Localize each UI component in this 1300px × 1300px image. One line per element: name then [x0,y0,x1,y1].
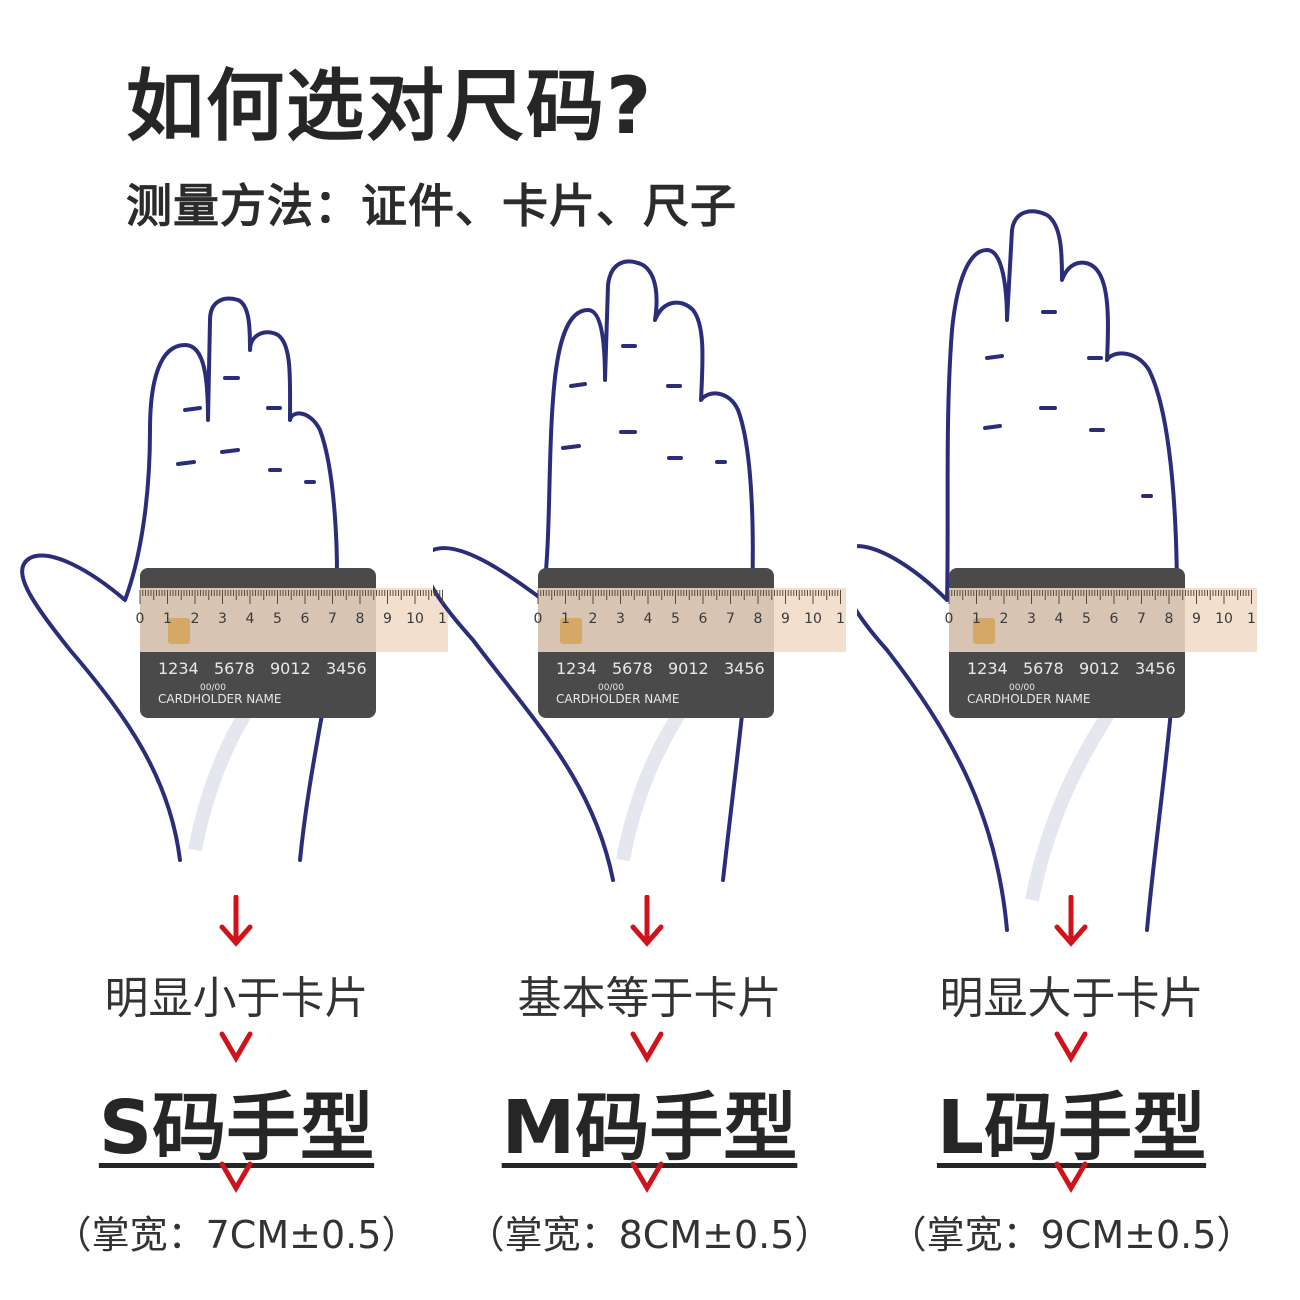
ruler-tick-label: 4 [246,611,255,627]
card-number-group: 1234 [967,659,1008,678]
chevron-down-icon [630,1161,664,1193]
palm-width-m: （掌宽：8CM±0.5） [466,1213,833,1257]
chevron-down-icon [1054,1161,1088,1193]
ruler-tick-label: 1 [836,611,845,627]
card-number-group: 3456 [724,659,765,678]
ruler-tick-label: 10 [1215,611,1233,627]
size-column-l [857,0,1290,1300]
ruler-tick-label: 2 [1000,611,1009,627]
card-number-group: 1234 [158,659,199,678]
chevron-down-icon [630,1031,664,1063]
ruler-tick-label: 6 [699,611,708,627]
page-title: 如何选对尺码? [126,62,654,152]
ruler-tick-label: 9 [781,611,790,627]
ruler-tick-label: 6 [1110,611,1119,627]
size-column-m [433,0,866,1300]
ruler-tick-label: 7 [726,611,735,627]
page-subtitle: 测量方法：证件、卡片、尺子 [126,179,737,233]
card-expiry: 00/00 [598,683,624,693]
ruler-tick-label: 7 [328,611,337,627]
size-label-l: L码手型 [936,1085,1207,1171]
chevron-down-icon [219,1031,253,1063]
ruler-tick-label: 2 [589,611,598,627]
ruler-tick-label: 10 [406,611,424,627]
palm-width-s: （掌宽：7CM±0.5） [53,1213,420,1257]
card-number-group: 5678 [214,659,255,678]
ruler-tick-label: 2 [191,611,200,627]
size-l-info: 明显大于卡片 L码手型 （掌宽：9CM±0.5） [855,0,1288,1300]
down-arrow-icon [219,895,253,947]
ruler-tick-label: 5 [671,611,680,627]
ruler-tick-label: 0 [534,611,543,627]
size-s-info: 明显小于卡片 S码手型 （掌宽：7CM±0.5） [20,0,453,1300]
ruler-tick-label: 1 [438,611,447,627]
ruler-tick-label: 1 [561,611,570,627]
card-number-group: 9012 [668,659,709,678]
comparison-text-s: 明显小于卡片 [104,973,369,1024]
ruler-tick-label: 8 [1165,611,1174,627]
ruler-tick-label: 1 [1247,611,1256,627]
ruler-tick-label: 8 [356,611,365,627]
ruler-tick-label: 4 [644,611,653,627]
card-number-group: 5678 [1023,659,1064,678]
comparison-text-m: 基本等于卡片 [517,973,782,1024]
palm-width-l: （掌宽：9CM±0.5） [888,1213,1255,1257]
chevron-down-icon [219,1161,253,1193]
down-arrow-icon [1054,895,1088,947]
size-m-info: 基本等于卡片 M码手型 （掌宽：8CM±0.5） [433,0,866,1300]
ruler-tick-label: 8 [754,611,763,627]
ruler-tick-label: 9 [1192,611,1201,627]
card-number-group: 3456 [326,659,367,678]
ruler-tick-label: 6 [301,611,310,627]
card-holder-name: CARDHOLDER NAME [967,692,1090,706]
ruler-tick-label: 10 [804,611,822,627]
card-expiry: 00/00 [1009,683,1035,693]
card-expiry: 00/00 [200,683,226,693]
credit-card-m [538,568,846,718]
comparison-text-l: 明显大于卡片 [939,973,1204,1024]
ruler-tick-label: 5 [1082,611,1091,627]
ruler-tick-label: 3 [1027,611,1036,627]
ruler-tick-label: 1 [163,611,172,627]
ruler-tick-label: 5 [273,611,282,627]
credit-card-l [949,568,1257,718]
ruler-tick-label: 0 [945,611,954,627]
ruler-tick-label: 3 [218,611,227,627]
ruler-tick-label: 9 [383,611,392,627]
card-number-group: 5678 [612,659,653,678]
credit-card-s [140,568,448,718]
chevron-down-icon [1054,1031,1088,1063]
size-label-m: M码手型 [501,1085,798,1171]
ruler-tick-label: 1 [972,611,981,627]
ruler-tick-label: 0 [136,611,145,627]
size-label-s: S码手型 [98,1085,375,1171]
ruler-tick-label: 4 [1055,611,1064,627]
down-arrow-icon [630,895,664,947]
ruler-tick-label: 7 [1137,611,1146,627]
card-holder-name: CARDHOLDER NAME [556,692,679,706]
card-holder-name: CARDHOLDER NAME [158,692,281,706]
ruler-tick-label: 3 [616,611,625,627]
card-number-group: 3456 [1135,659,1176,678]
card-number-group: 1234 [556,659,597,678]
card-number-group: 9012 [1079,659,1120,678]
card-number-group: 9012 [270,659,311,678]
size-column-s [10,0,448,1300]
